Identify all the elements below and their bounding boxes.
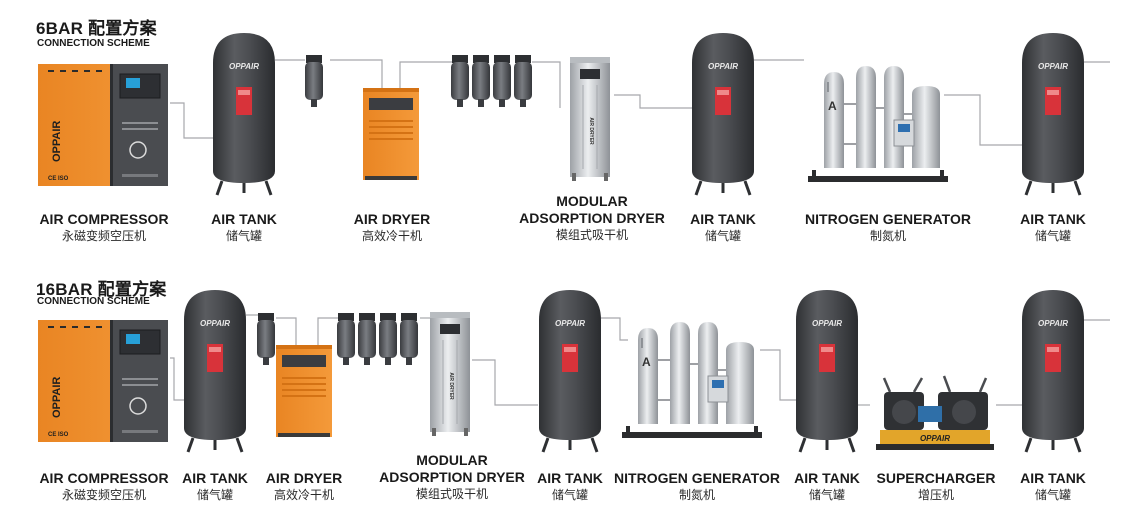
nitrogen-generator-6bar	[807, 65, 949, 183]
air-tank-16bar-3	[794, 288, 860, 454]
filter-6bar-1	[305, 55, 323, 107]
adsorption-dryer-6bar	[569, 56, 611, 182]
air-tank-6bar-1	[211, 31, 277, 197]
section-subtitle-16bar: CONNECTION SCHEME	[37, 296, 150, 307]
filter-16bar-3	[358, 313, 376, 365]
filter-16bar-2	[337, 313, 355, 365]
air-tank-16bar-4	[1020, 288, 1086, 454]
section-subtitle-6bar: CONNECTION SCHEME	[37, 38, 150, 49]
supercharger-16bar	[874, 374, 996, 452]
filter-6bar-4	[493, 55, 511, 107]
air-compressor-6bar	[37, 63, 169, 187]
air-tank-16bar-1	[182, 288, 248, 454]
filter-16bar-5	[400, 313, 418, 365]
air-tank-16bar-2	[537, 288, 603, 454]
pipe-row-2	[170, 314, 1110, 406]
nitrogen-generator-16bar	[621, 321, 763, 439]
air-tank-6bar-2	[690, 31, 756, 197]
filter-6bar-5	[514, 55, 532, 107]
air-compressor-16bar	[37, 319, 169, 443]
pipe-row-1	[170, 59, 1110, 146]
section-title-6bar: 6BAR 配置方案	[36, 19, 157, 38]
filter-16bar-4	[379, 313, 397, 365]
section-title-16bar: 16BAR 配置方案	[36, 280, 167, 299]
air-dryer-16bar	[276, 345, 332, 437]
air-tank-6bar-3	[1020, 31, 1086, 197]
air-dryer-6bar	[363, 88, 419, 180]
filter-6bar-3	[472, 55, 490, 107]
filter-16bar-1	[257, 313, 275, 365]
adsorption-dryer-16bar	[429, 311, 471, 437]
filter-6bar-2	[451, 55, 469, 107]
